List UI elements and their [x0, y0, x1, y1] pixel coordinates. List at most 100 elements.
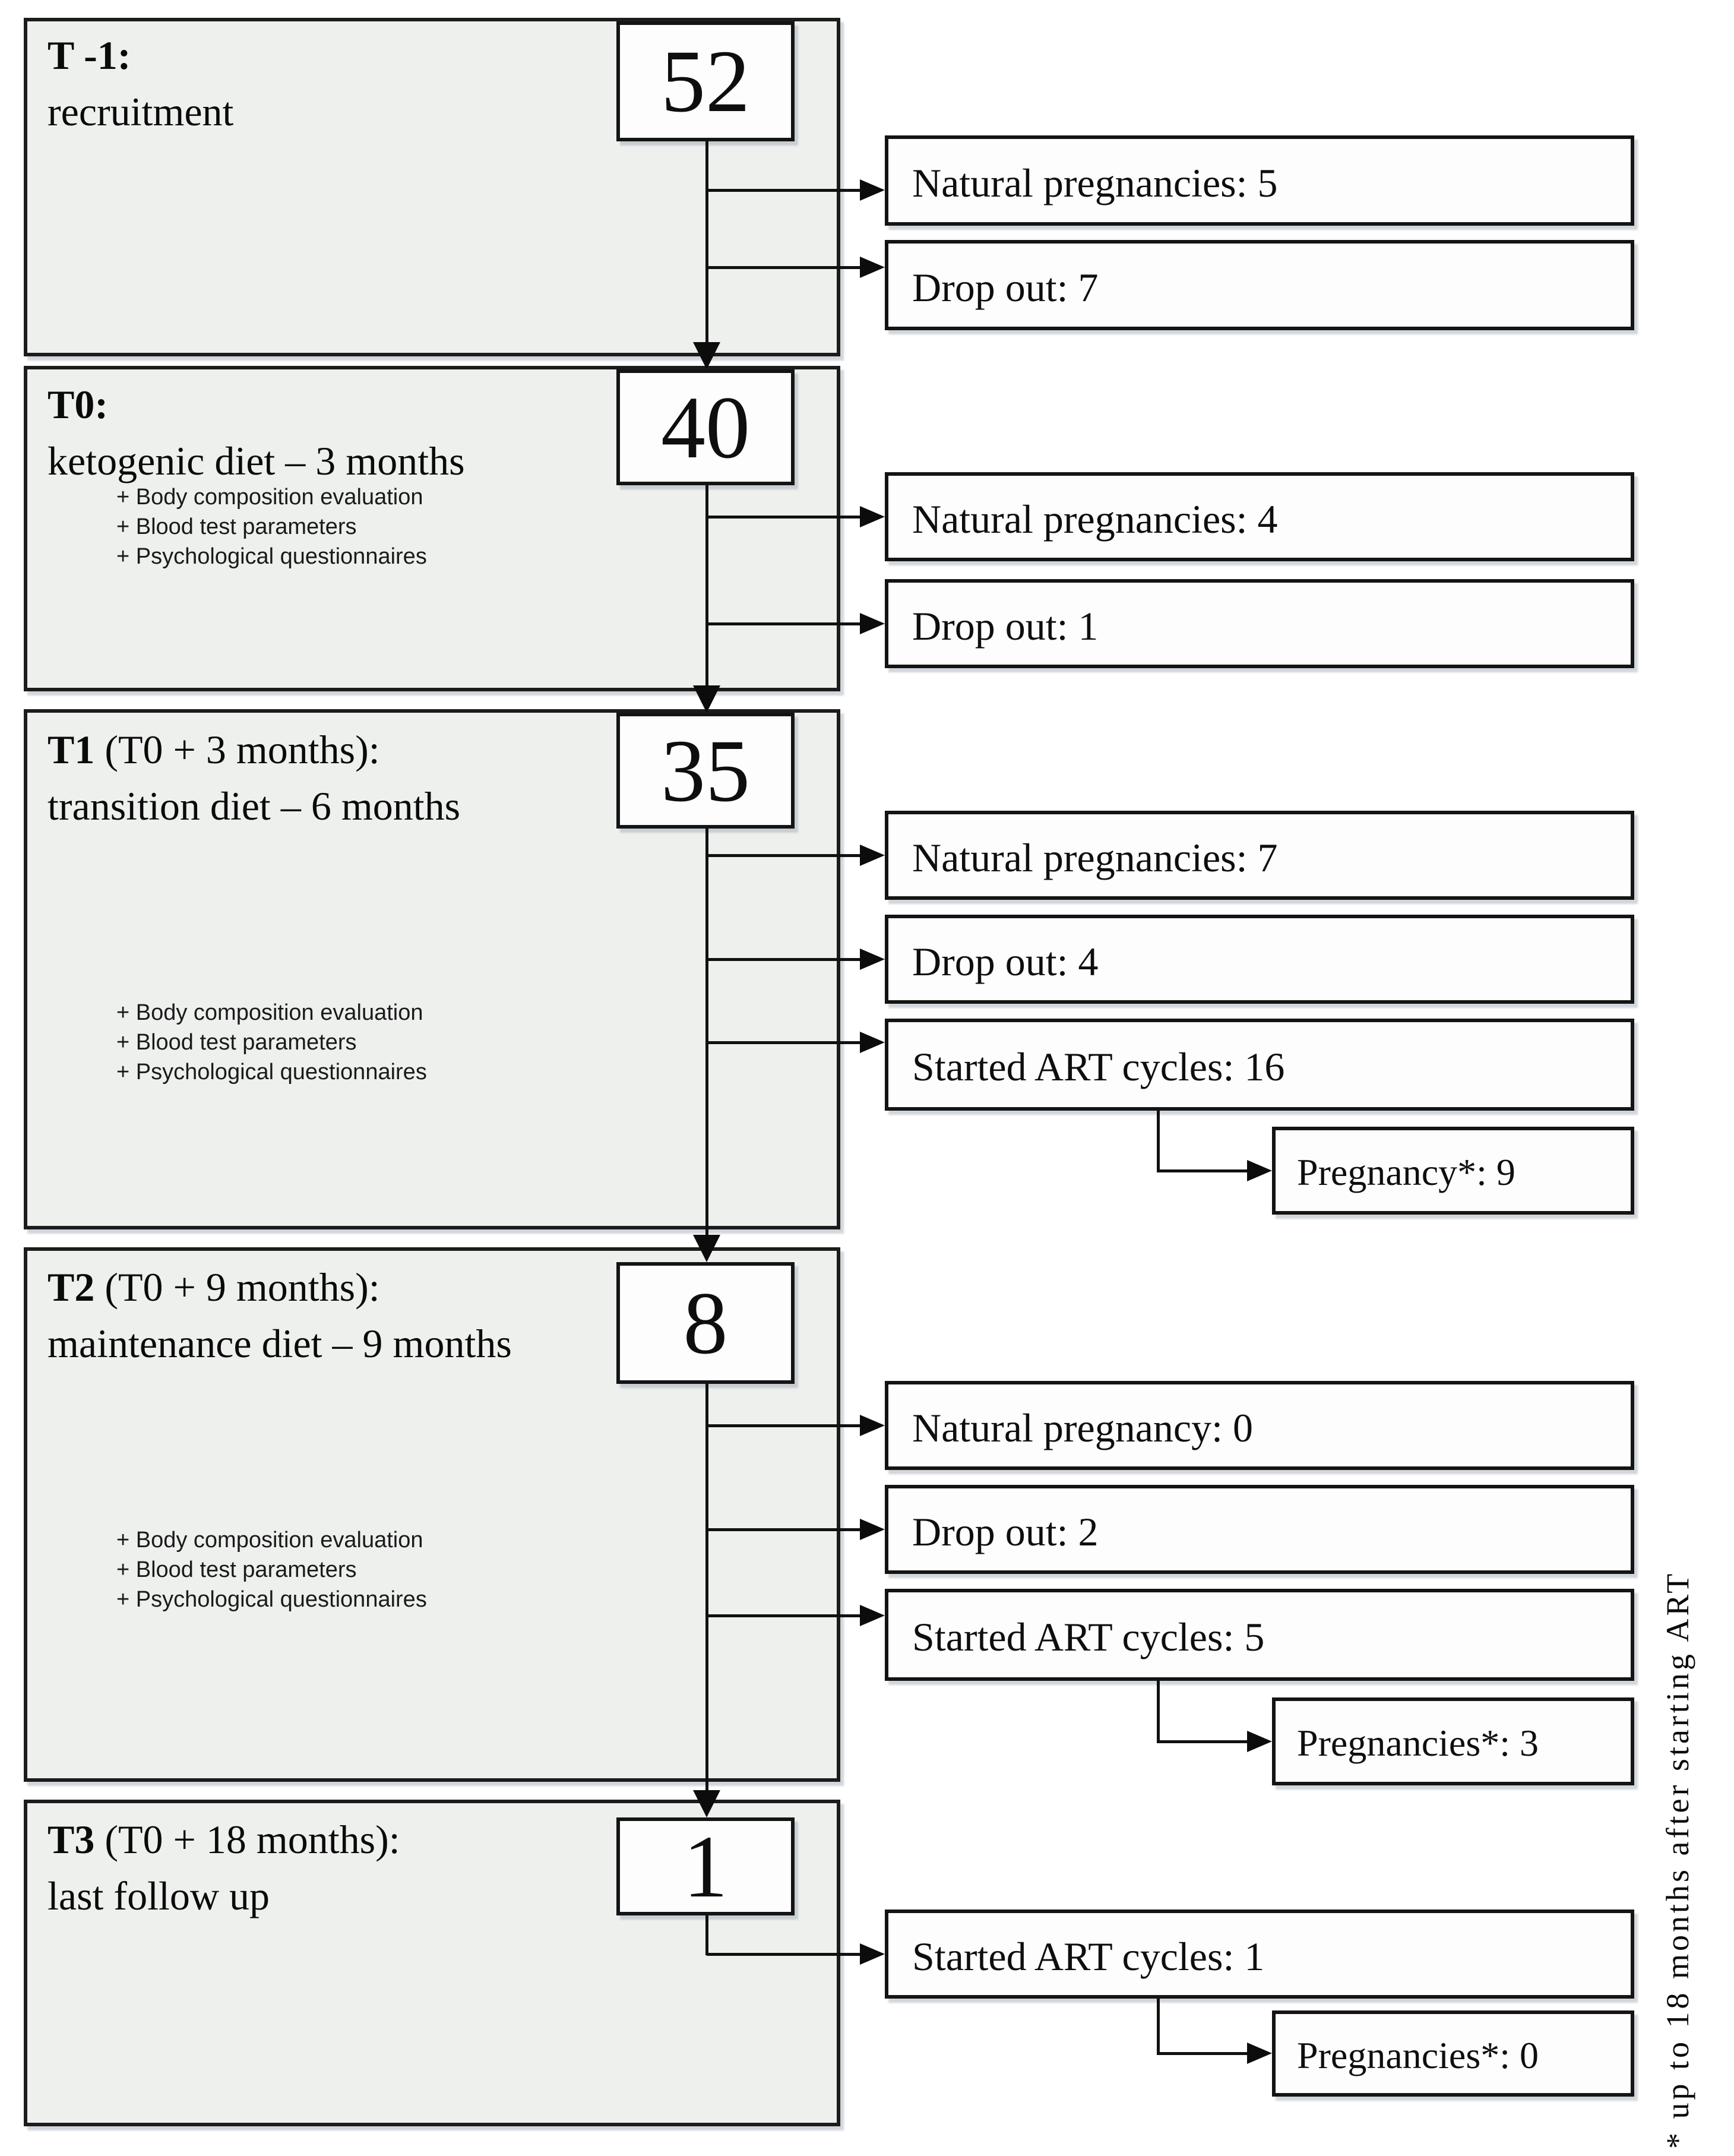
arrowhead-right — [1247, 1160, 1272, 1181]
flow-box-natural-pregnancies-t-minus-1: Natural pregnancies: 5 — [885, 135, 1634, 226]
branch-line — [707, 958, 862, 961]
connector-trunk-t1 — [705, 829, 708, 1235]
arrowhead-right — [1247, 2043, 1272, 2064]
flow-box-label: Drop out: 7 — [912, 264, 1099, 310]
stage-title-t-minus-1: T -1: recruitment — [48, 27, 233, 140]
assessment-item: + Blood test parameters — [116, 514, 357, 539]
assessments-t0: + Body composition evaluation + Blood te… — [116, 482, 427, 571]
stage-label: T3 — [48, 1817, 95, 1862]
flow-box-label: Drop out: 1 — [912, 603, 1099, 649]
count-box-t3: 1 — [616, 1817, 795, 1916]
stage-title-line1: T1 (T0 + 3 months): — [48, 722, 460, 778]
flow-box-natural-pregnancies-t1: Natural pregnancies: 7 — [885, 811, 1634, 900]
arrowhead-down — [693, 342, 720, 369]
stage-subtitle: last follow up — [48, 1873, 270, 1918]
stage-label-rest: (T0 + 9 months): — [94, 1264, 380, 1310]
branch-line — [707, 1424, 862, 1427]
flow-box-drop-out-t0: Drop out: 1 — [885, 579, 1634, 668]
stage-title-t3: T3 (T0 + 18 months): last follow up — [48, 1812, 400, 1924]
connector-trunk-t-minus-1 — [705, 141, 708, 342]
count-value: 52 — [661, 32, 750, 131]
flow-box-drop-out-t2: Drop out: 2 — [885, 1485, 1634, 1574]
outcome-box-label: Pregnancies*: 3 — [1297, 1722, 1539, 1764]
flow-box-started-art-t1: Started ART cycles: 16 — [885, 1019, 1634, 1111]
count-box-t1: 35 — [616, 713, 795, 829]
branch-line — [707, 1614, 862, 1617]
arrowhead-right — [1247, 1731, 1272, 1752]
count-value: 35 — [661, 721, 750, 820]
arrowhead-right — [860, 1415, 885, 1436]
assessment-item: + Blood test parameters — [116, 1030, 357, 1055]
flow-box-started-art-t3: Started ART cycles: 1 — [885, 1910, 1634, 1999]
arrowhead-right — [860, 257, 885, 278]
count-value: 1 — [683, 1817, 728, 1916]
connector-trunk-t2 — [705, 1384, 708, 1790]
count-box-t0: 40 — [616, 369, 795, 485]
branch-line — [707, 854, 862, 857]
arrowhead-right — [860, 613, 885, 634]
stage-title-t2: T2 (T0 + 9 months): maintenance diet – 9… — [48, 1259, 512, 1372]
assessment-item: + Psychological questionnaires — [116, 1587, 427, 1612]
flow-box-natural-pregnancies-t0: Natural pregnancies: 4 — [885, 472, 1634, 561]
connector-trunk-t3 — [705, 1915, 708, 1955]
arrowhead-down — [693, 1790, 720, 1817]
branch-line — [707, 1041, 862, 1044]
stage-subtitle: ketogenic diet – 3 months — [48, 438, 465, 483]
stage-title-t0: T0: ketogenic diet – 3 months — [48, 377, 465, 489]
branch-line — [707, 516, 862, 519]
stage-title-line1: T0: — [48, 377, 465, 433]
stage-label: T2 — [48, 1264, 95, 1310]
stage-title-t1: T1 (T0 + 3 months): transition diet – 6 … — [48, 722, 460, 834]
arrowhead-down — [693, 685, 720, 713]
assessments-t1: + Body composition evaluation + Blood te… — [116, 998, 427, 1087]
arrowhead-right — [860, 949, 885, 970]
count-value: 8 — [683, 1273, 728, 1373]
flow-box-label: Started ART cycles: 1 — [912, 1933, 1265, 1979]
sub-connector-run — [1158, 2052, 1249, 2055]
flow-box-label: Natural pregnancies: 4 — [912, 496, 1278, 542]
stage-subtitle: transition diet – 6 months — [48, 783, 461, 829]
arrowhead-right — [860, 1605, 885, 1626]
stage-title-line1: T3 (T0 + 18 months): — [48, 1812, 400, 1868]
outcome-box-pregnancies-t3: Pregnancies*: 0 — [1272, 2010, 1634, 2097]
flow-box-label: Natural pregnancies: 5 — [912, 160, 1278, 206]
assessments-t2: + Body composition evaluation + Blood te… — [116, 1525, 427, 1614]
branch-line — [707, 1953, 862, 1956]
flow-box-label: Drop out: 4 — [912, 938, 1099, 984]
flow-box-started-art-t2: Started ART cycles: 5 — [885, 1589, 1634, 1681]
arrowhead-right — [860, 1943, 885, 1965]
assessment-item: + Body composition evaluation — [116, 1528, 423, 1553]
count-box-t-minus-1: 52 — [616, 21, 795, 141]
arrowhead-right — [860, 845, 885, 866]
count-value: 40 — [661, 378, 750, 477]
sub-connector-drop — [1157, 1111, 1160, 1172]
flow-box-label: Drop out: 2 — [912, 1509, 1099, 1554]
stage-label: T -1: — [48, 33, 131, 78]
stage-subtitle: recruitment — [48, 89, 234, 134]
footnote-vertical: * up to 18 months after starting ART — [1660, 1570, 1695, 2149]
arrowhead-right — [860, 506, 885, 527]
arrowhead-right — [860, 179, 885, 201]
sub-connector-run — [1158, 1740, 1249, 1743]
flow-box-label: Started ART cycles: 16 — [912, 1044, 1285, 1089]
count-box-t2: 8 — [616, 1262, 795, 1384]
flow-box-label: Natural pregnancy: 0 — [912, 1405, 1253, 1450]
branch-line — [707, 622, 862, 625]
outcome-box-label: Pregnancy*: 9 — [1297, 1151, 1515, 1193]
assessment-item: + Body composition evaluation — [116, 485, 423, 510]
stage-label-rest: (T0 + 18 months): — [94, 1817, 400, 1862]
assessment-item: + Psychological questionnaires — [116, 544, 427, 569]
stage-subtitle: maintenance diet – 9 months — [48, 1321, 512, 1366]
flow-box-label: Natural pregnancies: 7 — [912, 834, 1278, 880]
arrowhead-down — [693, 1235, 720, 1262]
branch-line — [707, 266, 862, 269]
arrowhead-right — [860, 1519, 885, 1540]
connector-trunk-t0 — [705, 485, 708, 685]
sub-connector-drop — [1157, 1999, 1160, 2055]
branch-line — [707, 1528, 862, 1531]
branch-line — [707, 189, 862, 192]
outcome-box-label: Pregnancies*: 0 — [1297, 2034, 1539, 2076]
stage-label: T0: — [48, 382, 108, 427]
sub-connector-run — [1158, 1169, 1249, 1172]
